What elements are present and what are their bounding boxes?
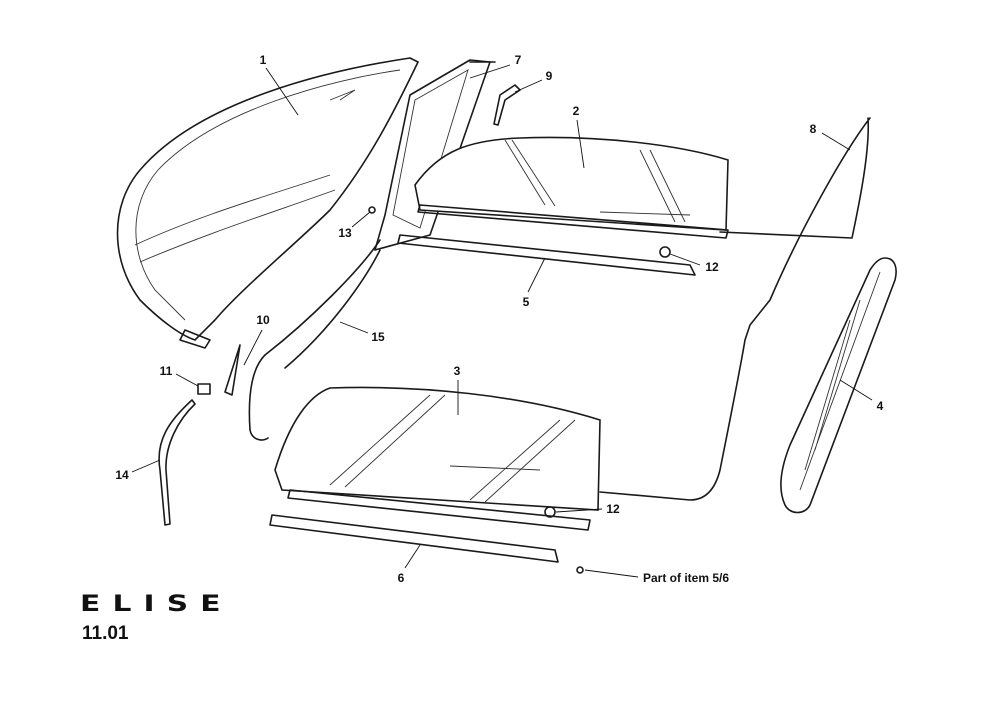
callout-12: 12 xyxy=(606,502,620,516)
part-9-bracket xyxy=(493,84,521,126)
part-1-windscreen xyxy=(116,57,420,349)
part-2-door-glass xyxy=(414,136,729,239)
part-12-nut xyxy=(544,506,556,518)
part-of-item-note: Part of item 5/6 xyxy=(643,571,730,585)
part-4-quarter-glass xyxy=(780,257,897,514)
callout-3: 3 xyxy=(453,364,461,378)
callout-13: 13 xyxy=(338,226,352,240)
part-6-seal xyxy=(269,514,559,563)
callout-14: 14 xyxy=(115,468,129,482)
part-5-seal xyxy=(397,234,696,276)
part-7-pillar-seal xyxy=(248,59,496,441)
part-3-door-glass xyxy=(274,386,601,531)
callout-1: 1 xyxy=(259,53,267,67)
callout-5: 5 xyxy=(522,295,530,309)
callout-10: 10 xyxy=(256,313,270,327)
part-12-nut xyxy=(659,246,671,258)
part-14-seal xyxy=(158,399,196,526)
callout-11: 11 xyxy=(159,364,173,378)
section-code: 11.01 xyxy=(82,623,129,644)
leader-lines xyxy=(131,64,873,578)
part-13-screw xyxy=(368,206,376,214)
elise-logo: ELISE xyxy=(80,592,233,617)
part-of-item-fixing xyxy=(576,566,584,574)
callout-15: 15 xyxy=(371,330,385,344)
callout-7: 7 xyxy=(514,53,522,67)
callout-12: 12 xyxy=(705,260,719,274)
part-10-trim xyxy=(224,344,241,396)
part-8-frame xyxy=(599,117,871,501)
callout-9: 9 xyxy=(545,69,553,83)
part-11-clip xyxy=(197,383,211,395)
callout-8: 8 xyxy=(809,122,817,136)
callout-2: 2 xyxy=(572,104,580,118)
callout-4: 4 xyxy=(876,399,884,413)
callout-6: 6 xyxy=(397,571,405,585)
